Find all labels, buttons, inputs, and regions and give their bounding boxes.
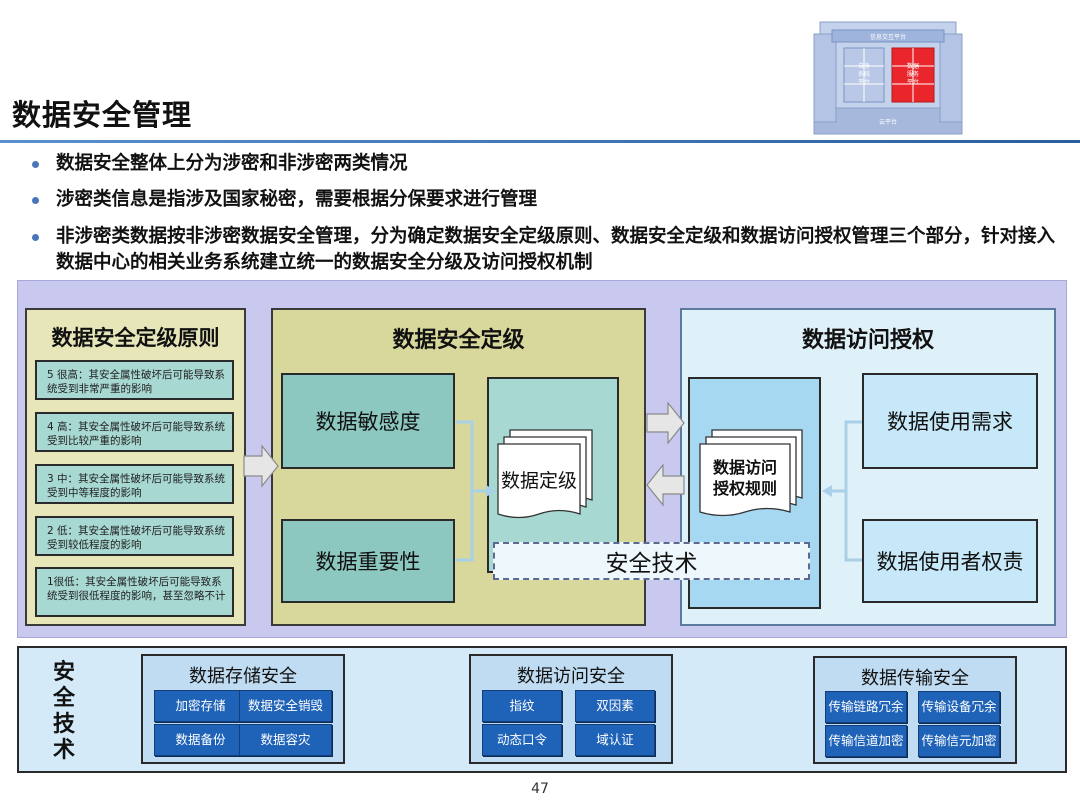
- disaster-recovery-chip: 数据容灾: [239, 724, 332, 756]
- data-grading-title: 数据安全定级: [392, 328, 525, 353]
- channel-encryption-chip: 传输信道加密: [825, 725, 907, 757]
- bullet-item: 涉密类信息是指涉及国家秘密，需要根据分保要求进行管理: [32, 187, 1066, 213]
- two-factor-chip: 双因素: [575, 690, 655, 722]
- bullet-text: 非涉密类数据按非涉密数据安全管理，分为确定数据安全定级原则、数据安全定级和数据访…: [56, 226, 1056, 273]
- bullet-dot-icon: [32, 197, 39, 204]
- cell-encryption-chip: 传输信元加密: [918, 725, 1000, 757]
- data-sensitivity-box: 数据敏感度: [281, 373, 455, 469]
- bullet-text: 数据安全整体上分为涉密和非涉密两类情况: [56, 153, 408, 174]
- data-user-duty-box: 数据使用者权责: [862, 519, 1038, 603]
- logo-bottom-label: 云平台: [879, 118, 897, 126]
- security-tech-label-char: 技: [52, 712, 75, 737]
- fingerprint-chip: 指纹: [482, 690, 562, 722]
- encrypted-storage-chip: 加密存储: [154, 690, 247, 722]
- access-security-title: 数据访问安全: [517, 666, 625, 687]
- grading-principles-title: 数据安全定级原则: [51, 326, 220, 350]
- logo-left-label-3: 平台: [858, 78, 870, 86]
- storage-security-title: 数据存储安全: [189, 666, 297, 687]
- level-2-box: 2 低：其安全属性破坏后可能导致系统受到较低程度的影响: [35, 516, 234, 556]
- device-redundancy-chip: 传输设备冗余: [918, 691, 1000, 723]
- logo-right-label-3: 平台: [907, 78, 919, 86]
- link-redundancy-chip: 传输链路冗余: [825, 691, 907, 723]
- data-access-title: 数据访问授权: [801, 328, 934, 353]
- data-importance-box: 数据重要性: [281, 519, 455, 603]
- security-technology-bar: 安全技术: [493, 542, 810, 580]
- page-number: 47: [531, 781, 549, 797]
- logo-left-label-1: 自身: [858, 62, 870, 70]
- bullet-dot-icon: [32, 234, 39, 241]
- bullet-text: 涉密类信息是指涉及国家秘密，需要根据分保要求进行管理: [56, 189, 538, 210]
- data-grading-doc-label: 数据定级: [500, 470, 577, 492]
- access-rules-doc-label: 数据访问 授权规则: [700, 457, 790, 499]
- access-rules-doc-label-line: 数据访问: [712, 458, 777, 477]
- page-title: 数据安全管理: [12, 98, 193, 132]
- dynamic-password-chip: 动态口令: [482, 724, 562, 756]
- secure-destruction-chip: 数据安全销毁: [239, 690, 332, 722]
- transmission-security-title: 数据传输安全: [861, 668, 969, 689]
- title-divider: [0, 140, 1080, 143]
- logo-right-label-1: 数据: [907, 62, 919, 70]
- bullet-dot-icon: [32, 161, 39, 168]
- level-1-box: 1很低：其安全属性破坏后可能导致系统受到很低程度的影响，甚至忽略不计: [35, 567, 234, 617]
- security-tech-label: 安 全 技 术: [46, 660, 82, 764]
- logo-left-label-2: 系统: [858, 70, 870, 78]
- logo-right-label-2: 服务: [907, 70, 919, 78]
- logo-top-label: 信息交互平台: [870, 33, 906, 41]
- level-3-box: 3 中：其安全属性破坏后可能导致系统受到中等程度的影响: [35, 464, 234, 504]
- security-tech-label-char: 安: [52, 660, 75, 685]
- data-backup-chip: 数据备份: [154, 724, 247, 756]
- security-tech-label-char: 全: [52, 686, 75, 711]
- bullet-item: 数据安全整体上分为涉密和非涉密两类情况: [32, 151, 1066, 177]
- level-5-box: 5 很高：其安全属性破坏后可能导致系统受到非常严重的影响: [35, 360, 234, 400]
- level-4-box: 4 高：其安全属性破坏后可能导致系统受到比较严重的影响: [35, 412, 234, 452]
- platform-logo-graphic: 信息交互平台 自身 系统 平台 数据 服务 平台 云平台: [813, 21, 963, 135]
- domain-auth-chip: 域认证: [575, 724, 655, 756]
- data-usage-need-box: 数据使用需求: [862, 373, 1038, 469]
- access-rules-doc-label-line: 授权规则: [712, 479, 777, 498]
- bullet-item: 非涉密类数据按非涉密数据安全管理，分为确定数据安全定级原则、数据安全定级和数据访…: [32, 224, 1066, 276]
- security-tech-label-char: 术: [52, 738, 75, 763]
